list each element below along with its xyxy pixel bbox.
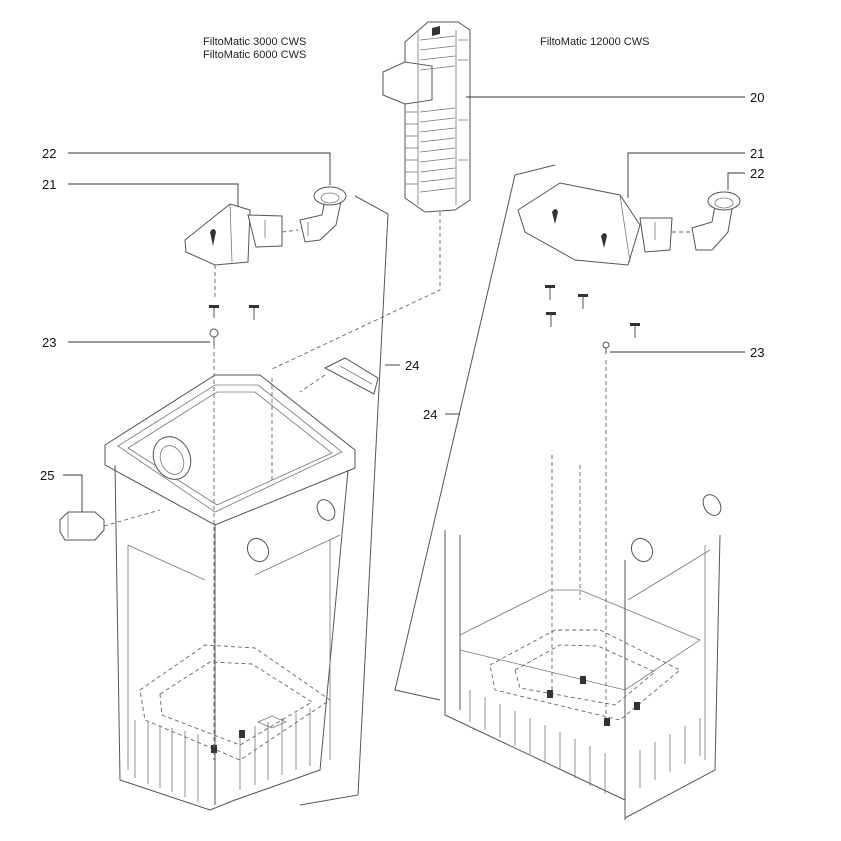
screws-part-23-left <box>209 305 259 345</box>
callout-23-right: 23 <box>750 345 764 360</box>
callout-23-left: 23 <box>42 335 56 350</box>
assembly-line-21-22-left <box>281 229 299 233</box>
callout-21-left: 21 <box>42 177 56 192</box>
screws-part-23-right <box>545 285 640 354</box>
callout-22-right: 22 <box>750 166 764 181</box>
callout-21-right: 21 <box>750 146 764 161</box>
filter-container-right <box>444 360 722 820</box>
lid-cover-part-21-left <box>184 203 283 266</box>
enclosure-outline-left <box>299 195 389 806</box>
filter-cartridge-part-20 <box>269 21 471 371</box>
callout-leaders <box>63 96 745 512</box>
header-right-model: FiltoMatic 12000 CWS <box>540 36 649 48</box>
lid-cover-part-21-right <box>517 182 673 266</box>
callout-24-left: 24 <box>405 358 419 373</box>
filter-container-left <box>104 345 356 811</box>
container-base-ribs-right <box>469 690 701 794</box>
container-base-ribs-left <box>134 708 311 802</box>
guide-bar-part-24-left <box>299 357 379 395</box>
callout-25: 25 <box>40 468 54 483</box>
enclosure-outline-right <box>394 164 556 701</box>
header-left-model-1: FiltoMatic 3000 CWS <box>203 36 306 48</box>
callout-24-right: 24 <box>423 407 437 422</box>
callout-20: 20 <box>750 90 764 105</box>
callout-22-left: 22 <box>42 146 56 161</box>
side-cover-part-25 <box>59 509 161 541</box>
outlet-funnel-part-22-left <box>299 186 347 243</box>
cartridge-slats <box>405 35 468 193</box>
header-left-model-2: FiltoMatic 6000 CWS <box>203 49 306 61</box>
outlet-funnel-part-22-right <box>691 191 741 251</box>
